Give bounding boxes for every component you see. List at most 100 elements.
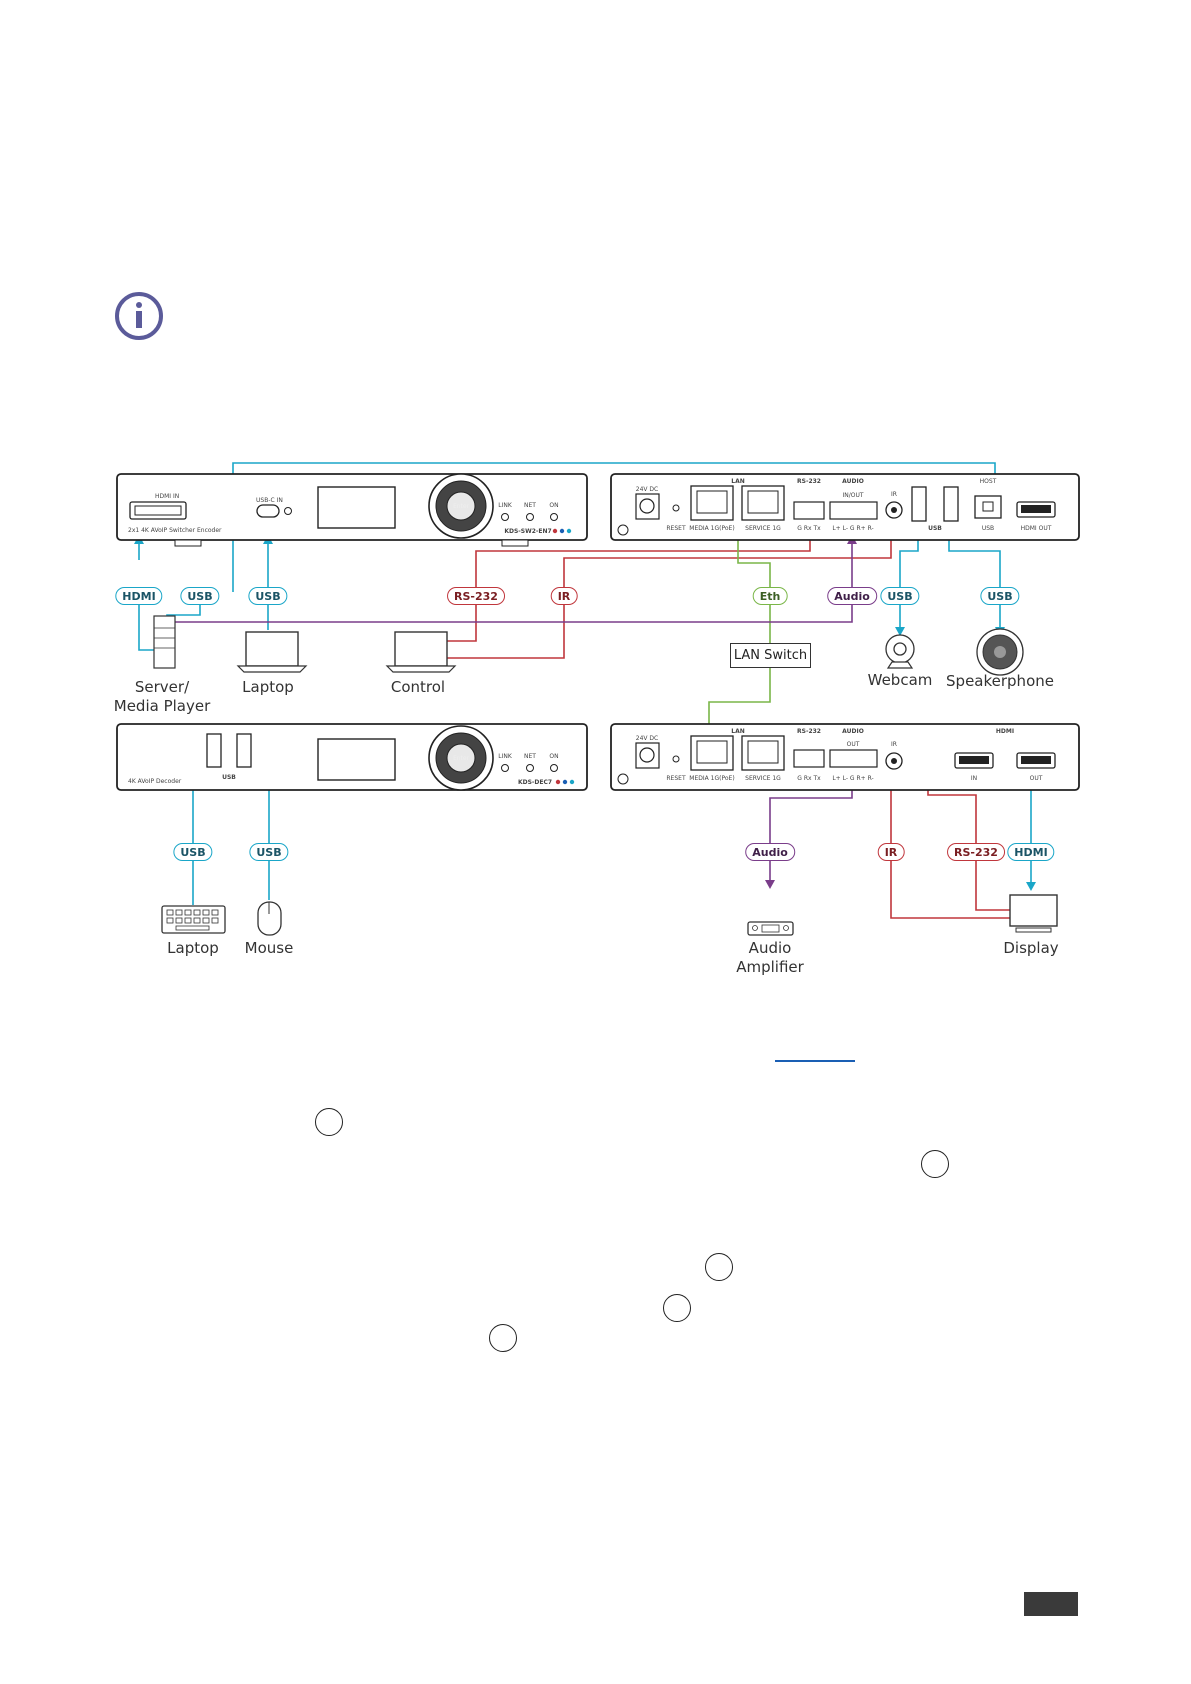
dec-name-label: 4K AVoIP Decoder <box>128 778 182 785</box>
enc-reset-label: RESET <box>666 525 686 532</box>
enc-audio-pins: L+ L- G R+ R- <box>832 525 874 532</box>
display-icon <box>1009 894 1058 933</box>
arrow-webcam <box>895 627 905 636</box>
laptop-icon <box>236 631 308 673</box>
dec-audio-pins: L+ L- G R+ R- <box>832 775 874 782</box>
label-laptop-top: Laptop <box>242 678 294 696</box>
step-circle-icon <box>705 1253 733 1281</box>
enc-hdmiout-label: HDMI OUT <box>1020 525 1052 532</box>
label-display: Display <box>1003 939 1059 957</box>
dec-led-net: NET <box>524 753 536 760</box>
dec-media-label: MEDIA 1G(PoE) <box>689 775 735 782</box>
mouse-icon <box>257 901 282 936</box>
enc-knob-label: Enter <box>452 503 470 510</box>
pill-rs232-top: RS-232 <box>447 587 505 605</box>
dec-rs232-label: RS-232 <box>797 728 821 735</box>
pill-audio-top: Audio <box>827 587 877 605</box>
dec-model-label: KDS-DEC7 <box>517 779 553 786</box>
enc-media-label: MEDIA 1G(PoE) <box>689 525 735 532</box>
step-circle-icon <box>663 1294 691 1322</box>
label-server: Server/ Media Player <box>113 678 211 715</box>
encoder-rear-panel <box>610 473 1080 541</box>
keyboard-icon <box>161 905 226 934</box>
rs232-cable <box>475 540 811 592</box>
label-control: Control <box>390 678 446 696</box>
pill-rs232-bottom: RS-232 <box>947 843 1005 861</box>
enc-led-on: ON <box>549 502 559 509</box>
hdmi-to-server <box>138 600 155 651</box>
dec-service-label: SERVICE 1G <box>745 775 781 782</box>
label-mouse: Mouse <box>244 939 294 957</box>
page-number-box <box>1024 1592 1078 1616</box>
pill-ir-top: IR <box>550 587 578 605</box>
label-webcam: Webcam <box>867 671 933 689</box>
pill-usb-bottom-2: USB <box>249 843 289 861</box>
webcam-icon <box>885 634 915 669</box>
decoder-rear-panel <box>610 723 1080 791</box>
enc-rs232-label: RS-232 <box>797 478 821 485</box>
control-laptop-icon <box>385 631 457 673</box>
dec-reset-label: RESET <box>666 775 686 782</box>
step-circle-icon <box>921 1150 949 1178</box>
server-icon <box>153 615 176 669</box>
encoder-front-panel <box>116 473 588 547</box>
dec-usb-label: USB <box>222 774 236 781</box>
enc-model-label: KDS-SW2-EN7 <box>504 528 552 535</box>
dec-hdmi-out-label: OUT <box>1029 775 1043 782</box>
pill-usb-top-2: USB <box>248 587 288 605</box>
step-circle-icon <box>489 1324 517 1352</box>
dec-rs232-pins: G Rx Tx <box>797 775 821 782</box>
dec-led-link: LINK <box>498 753 512 760</box>
enc-ir-label: IR <box>891 491 897 498</box>
label-laptop-bottom: Laptop <box>167 939 219 957</box>
enc-service-label: SERVICE 1G <box>745 525 781 532</box>
step-circle-icon <box>315 1108 343 1136</box>
pill-usb-top-4: USB <box>980 587 1020 605</box>
dec-hdmi-label: HDMI <box>995 728 1015 735</box>
audio-amplifier-icon <box>747 921 794 936</box>
pill-ir-bottom: IR <box>877 843 905 861</box>
pill-hdmi-top: HDMI <box>115 587 163 605</box>
dec-audio-dir: OUT <box>846 741 860 748</box>
dec-audio-label: AUDIO <box>842 728 864 735</box>
rs232-to-control <box>444 600 477 642</box>
dec-led-on: ON <box>549 753 559 760</box>
pill-hdmi-bottom: HDMI <box>1007 843 1055 861</box>
hyperlink-underline[interactable] <box>775 1060 855 1062</box>
dec-ir-label: IR <box>891 741 897 748</box>
enc-hdmi-in-label: HDMI IN <box>155 493 180 500</box>
pill-usb-top-3: USB <box>880 587 920 605</box>
enc-audio-label: AUDIO <box>842 478 864 485</box>
enc-usbb-label: USB <box>981 525 995 532</box>
enc-lan-label: LAN <box>731 478 745 485</box>
enc-audio-dir: IN/OUT <box>842 492 864 499</box>
decoder-ir-to-display <box>890 857 1010 919</box>
enc-led-net: NET <box>524 502 536 509</box>
enc-power-label: 24V DC <box>635 486 659 493</box>
pill-audio-bottom: Audio <box>745 843 795 861</box>
audio-to-server <box>175 600 853 623</box>
enc-rs232-pins: G Rx Tx <box>797 525 821 532</box>
dec-power-label: 24V DC <box>635 735 659 742</box>
ir-to-control <box>444 600 565 659</box>
pill-usb-bottom-1: USB <box>173 843 213 861</box>
info-icon <box>115 292 163 340</box>
decoder-front-panel <box>116 723 588 791</box>
arrow-display-hdmi <box>1026 882 1036 891</box>
speakerphone-icon <box>976 628 1024 676</box>
arrow-amp <box>765 880 775 889</box>
enc-host-label: HOST <box>979 478 997 485</box>
decoder-rs232-to-display <box>975 857 1010 911</box>
enc-name-label: 2x1 4K AVoIP Switcher Encoder <box>128 527 222 534</box>
eth-cable <box>737 540 771 592</box>
enc-usb-label: USB <box>928 525 942 532</box>
label-audio-amplifier: Audio Amplifier <box>736 939 804 976</box>
pill-usb-top-1: USB <box>180 587 220 605</box>
enc-usbc-label: USB-C IN <box>256 497 283 504</box>
pill-eth-top: Eth <box>752 587 788 605</box>
dec-lan-label: LAN <box>731 728 745 735</box>
label-speakerphone: Speakerphone <box>946 672 1054 690</box>
dec-hdmi-in-label: IN <box>970 775 978 782</box>
lan-switch: LAN Switch <box>730 643 811 668</box>
